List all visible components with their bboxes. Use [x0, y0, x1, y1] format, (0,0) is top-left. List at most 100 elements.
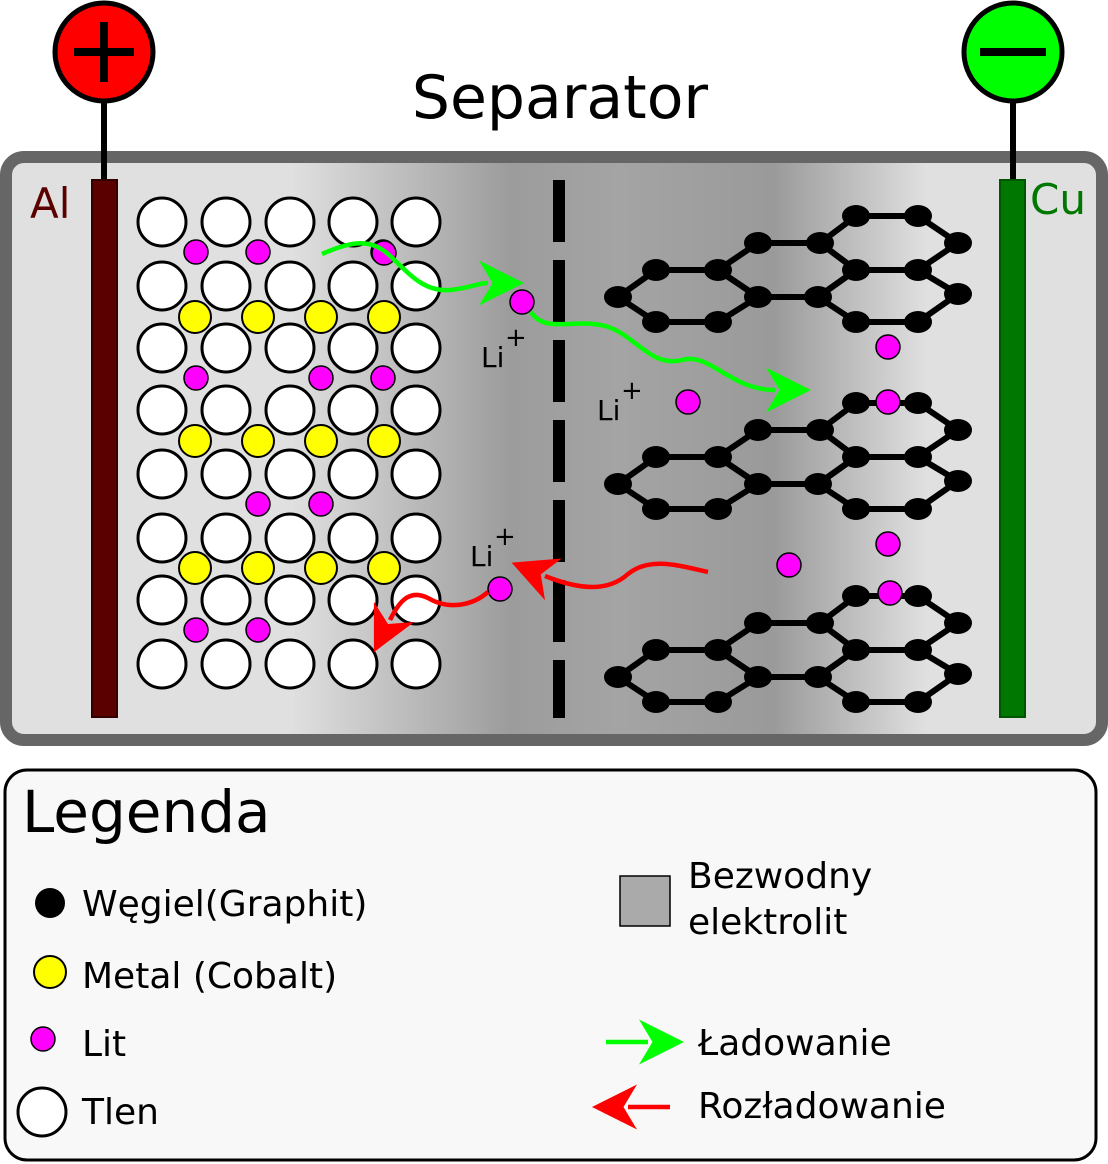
- carbon-atom: [642, 639, 670, 661]
- oxygen-atom: [200, 384, 252, 436]
- oxygen-atom: [264, 384, 316, 436]
- lithium-atom: [370, 365, 396, 391]
- carbon-atom: [744, 286, 772, 308]
- carbon-atom: [842, 259, 870, 281]
- oxygen-atom: [390, 322, 442, 374]
- carbon-atom: [904, 259, 932, 281]
- carbon-atom: [744, 612, 772, 634]
- lithium-ion: [877, 580, 903, 606]
- carbon-atom: [842, 311, 870, 333]
- discharging-arrow-1: [511, 558, 709, 601]
- carbon-atom: [604, 473, 632, 495]
- cobalt-atom: [367, 551, 401, 585]
- oxygen-atom: [390, 638, 442, 690]
- oxygen-atom: [136, 512, 188, 564]
- carbon-atom: [604, 286, 632, 308]
- carbon-atom: [904, 311, 932, 333]
- legend-title: Legenda: [22, 778, 271, 846]
- lithium-atom: [308, 491, 334, 517]
- carbon-atom: [642, 691, 670, 713]
- lithium-atom: [245, 617, 271, 643]
- lithium-atom: [183, 239, 209, 265]
- separator-title: Separator: [412, 63, 709, 133]
- carbon-atom: [944, 612, 972, 634]
- li-ion-label-1: Li +: [481, 323, 527, 374]
- oxygen-atom: [200, 196, 252, 248]
- graphite-sheet: [604, 205, 972, 333]
- carbon-atom: [842, 392, 870, 414]
- negative-terminal: [961, 0, 1065, 104]
- li-ion-charge-text: +: [494, 522, 516, 552]
- oxygen-atom: [200, 322, 252, 374]
- carbon-atom: [704, 311, 732, 333]
- electrolyte-legend-label-line1: Bezwodny: [688, 856, 872, 897]
- lithium-atom: [183, 617, 209, 643]
- carbon-atom: [904, 585, 932, 607]
- oxygen-atom: [327, 574, 379, 626]
- oxygen-atom: [136, 384, 188, 436]
- lithium-ion: [487, 576, 513, 602]
- graphite-sheet: [604, 585, 972, 713]
- carbon-atom: [842, 498, 870, 520]
- lithium-atom: [245, 239, 271, 265]
- carbon-atom: [944, 283, 972, 305]
- li-ion-charge-text: +: [621, 376, 643, 406]
- lithium-atom: [245, 491, 271, 517]
- oxygen-atom: [136, 322, 188, 374]
- positive-terminal: [52, 0, 156, 104]
- cobalt-atom: [178, 300, 212, 334]
- oxygen-atom: [390, 448, 442, 500]
- carbon-atom: [806, 612, 834, 634]
- carbon-atom: [944, 663, 972, 685]
- charging-legend-label: Ładowanie: [697, 1023, 892, 1064]
- lithium-ion: [875, 334, 901, 360]
- carbon-atom: [642, 311, 670, 333]
- copper-collector: [999, 179, 1026, 718]
- graphite-anode: [604, 205, 972, 713]
- li-ion-label-text: Li: [597, 394, 620, 427]
- oxygen-atom: [327, 196, 379, 248]
- oxygen-atom: [264, 448, 316, 500]
- cobalt-atom: [304, 300, 338, 334]
- carbon-atom: [944, 419, 972, 441]
- lithium-atom: [308, 365, 334, 391]
- carbon-atom: [842, 205, 870, 227]
- carbon-atom: [842, 691, 870, 713]
- aluminium-collector: [91, 179, 118, 718]
- oxygen-atom: [264, 196, 316, 248]
- oxygen-atom: [390, 196, 442, 248]
- oxygen-atom: [136, 260, 188, 312]
- carbon-atom: [642, 498, 670, 520]
- cobalt-atom: [178, 551, 212, 585]
- lithium-ion: [675, 389, 701, 415]
- cobalt-atom: [241, 424, 275, 458]
- electrolyte-legend-swatch: [619, 875, 671, 927]
- carbon-atom: [842, 585, 870, 607]
- charging-arrow-1: [321, 241, 524, 306]
- li-ion-charge-text: +: [505, 323, 527, 353]
- oxygen-atom: [327, 322, 379, 374]
- carbon-atom: [704, 639, 732, 661]
- oxygen-atom: [136, 574, 188, 626]
- carbon-atom: [744, 666, 772, 688]
- discharging-legend-label: Rozładowanie: [698, 1086, 946, 1127]
- lithium-legend-label: Lit: [82, 1024, 126, 1065]
- oxygen-atom: [390, 384, 442, 436]
- lithium-ion: [875, 389, 901, 415]
- oxygen-atom: [264, 638, 316, 690]
- cobalt-atom: [304, 551, 338, 585]
- aluminium-label: Al: [30, 179, 70, 228]
- oxygen-atom: [327, 638, 379, 690]
- carbon-atom: [842, 446, 870, 468]
- li-ion-label-2: Li +: [597, 376, 643, 427]
- carbon-atom: [842, 639, 870, 661]
- oxygen-atom: [264, 322, 316, 374]
- cobalt-atom: [241, 551, 275, 585]
- carbon-atom: [904, 392, 932, 414]
- oxygen-atom: [136, 448, 188, 500]
- carbon-atom: [904, 446, 932, 468]
- li-ion-label-text: Li: [470, 540, 493, 573]
- oxygen-atom: [264, 512, 316, 564]
- cobalt-legend-icon: [33, 955, 67, 989]
